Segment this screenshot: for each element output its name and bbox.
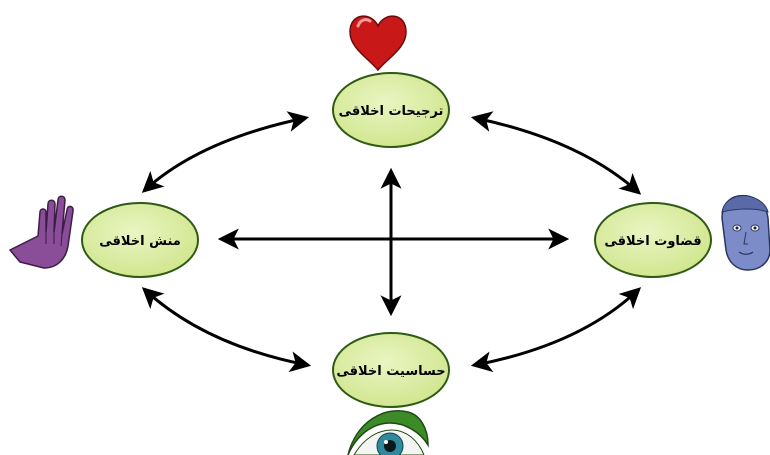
node-right-label: قضاوت اخلاقی — [604, 234, 701, 249]
node-left-label: منش اخلاقی — [99, 234, 181, 249]
arrow-left-bottom — [141, 287, 312, 373]
arrow-top-right — [470, 111, 642, 195]
arrow-top-left — [141, 111, 310, 193]
node-bottom-label: حساسیت اخلاقی — [336, 364, 445, 379]
head-icon — [721, 194, 770, 271]
node-top-label: ترجیحات اخلاقی — [339, 104, 444, 119]
node-top: ترجیحات اخلاقی — [332, 72, 450, 148]
hand-icon — [9, 195, 74, 269]
arrows — [141, 111, 642, 373]
node-right: قضاوت اخلاقی — [594, 202, 712, 278]
eye-icon — [347, 410, 429, 455]
heart-icon — [349, 15, 407, 72]
node-bottom: حساسیت اخلاقی — [332, 332, 450, 408]
node-left: منش اخلاقی — [81, 202, 199, 278]
arrow-right-bottom — [470, 287, 642, 373]
